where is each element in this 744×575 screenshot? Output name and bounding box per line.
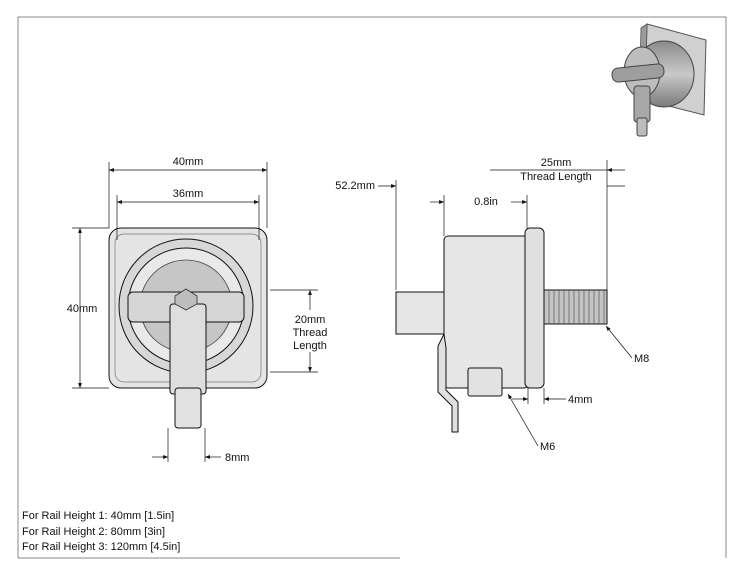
dim-side-offset: 4mm — [568, 394, 592, 406]
dim-side-thread-label: Thread Length — [520, 171, 592, 183]
dim-front-length-word: Length — [293, 340, 327, 352]
side-body — [443, 235, 529, 389]
side-thread-bolt — [543, 289, 608, 325]
dim-front-thread-value: 20mm — [295, 314, 326, 326]
side-knob — [395, 291, 447, 335]
dim-front-width-inner: 36mm — [173, 188, 204, 200]
dim-side-gap: 0.8in — [474, 196, 498, 208]
dim-front-thread-word: Thread — [293, 327, 328, 339]
note-rail-height-1: For Rail Height 1: 40mm [1.5in] — [22, 510, 174, 522]
dim-front-height: 40mm — [67, 303, 98, 315]
dim-front-width-outer: 40mm — [173, 156, 204, 168]
side-view: 52.2mm 0.8in 25mm Thread Length 4mm M8 M… — [335, 157, 649, 453]
side-thread-lines — [548, 290, 605, 324]
iso-tab — [633, 85, 651, 123]
dim-front-handle-width: 8mm — [225, 452, 249, 464]
label-thread-m6: M6 — [540, 441, 555, 453]
dim-side-overall: 52.2mm — [335, 180, 375, 192]
note-rail-height-2: For Rail Height 2: 80mm [3in] — [22, 526, 165, 538]
rail-height-notes: For Rail Height 1: 40mm [1.5in] For Rail… — [22, 510, 180, 553]
front-tab — [174, 387, 202, 429]
side-m6-stud — [467, 367, 503, 397]
label-thread-m8: M8 — [634, 353, 649, 365]
iso-tab-tip — [636, 117, 648, 137]
dim-side-thread-value: 25mm — [541, 157, 572, 169]
side-bracket — [437, 332, 459, 433]
front-view: 40mm 36mm 40mm 20mm Thread Length 8mm — [67, 156, 328, 464]
front-stem — [169, 303, 207, 395]
front-hex-key — [174, 288, 198, 311]
note-rail-height-3: For Rail Height 3: 120mm [4.5in] — [22, 541, 180, 553]
iso-thumbnail — [611, 23, 707, 137]
side-flange — [524, 227, 545, 389]
iso-handle — [611, 63, 665, 83]
